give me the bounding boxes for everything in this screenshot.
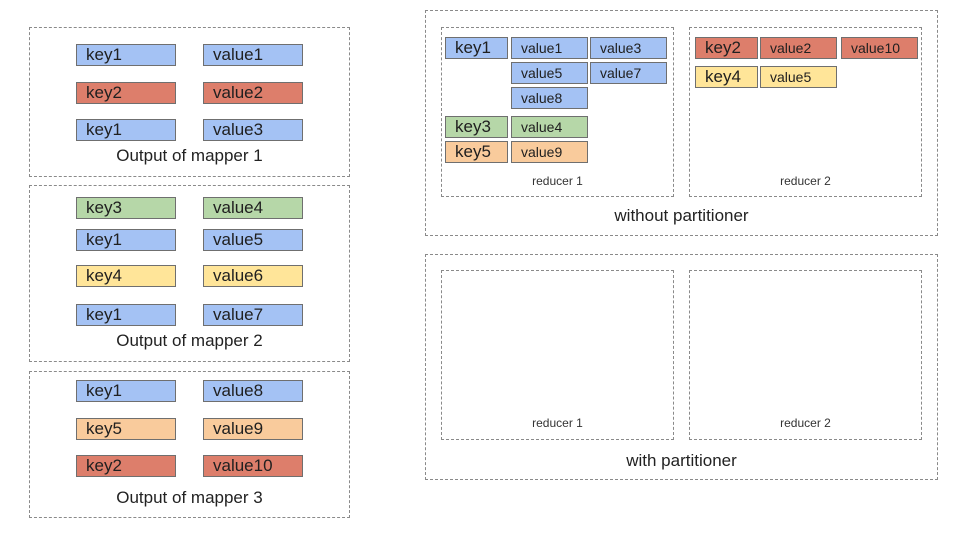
r1-key5-chip: key5 (445, 141, 508, 163)
r2-key2-chip: key2 (695, 37, 758, 59)
with-partitioner-reducer-2-panel (689, 270, 922, 440)
mapper-1-key-3: key1 (76, 119, 176, 141)
r2-value10-chip: value10 (841, 37, 918, 59)
mapper-1-value-3: value3 (203, 119, 303, 141)
r1-value7-chip: value7 (590, 62, 667, 84)
r2-key4-chip: key4 (695, 66, 758, 88)
mapper-2-value-1: value4 (203, 197, 303, 219)
without-partitioner-reducer-1-label: reducer 1 (532, 174, 583, 188)
with-partitioner-reducer-1-panel (441, 270, 674, 440)
r1-value9-chip: value9 (511, 141, 588, 163)
r1-key1-chip: key1 (445, 37, 508, 59)
mapper-3-caption: Output of mapper 3 (116, 488, 263, 507)
mapper-2-key-3: key4 (76, 265, 176, 287)
without-partitioner-reducer-2-label: reducer 2 (780, 174, 831, 188)
r1-value5-chip: value5 (511, 62, 588, 84)
with-partitioner-reducer-1-label: reducer 1 (532, 416, 583, 430)
with-partitioner-caption: with partitioner (626, 451, 737, 470)
mapper-2-key-4: key1 (76, 304, 176, 326)
mapper-3-value-2: value9 (203, 418, 303, 440)
r1-key3-chip: key3 (445, 116, 508, 138)
r2-value5-chip: value5 (760, 66, 837, 88)
mapper-3-value-1: value8 (203, 380, 303, 402)
mapper-2-caption: Output of mapper 2 (116, 331, 263, 350)
mapper-1-value-1: value1 (203, 44, 303, 66)
mapper-3-key-3: key2 (76, 455, 176, 477)
with-partitioner-reducer-2-label: reducer 2 (780, 416, 831, 430)
mapper-3-key-2: key5 (76, 418, 176, 440)
mapper-1-caption: Output of mapper 1 (116, 146, 263, 165)
mapper-2-key-2: key1 (76, 229, 176, 251)
mapper-1-value-2: value2 (203, 82, 303, 104)
without-partitioner-caption: without partitioner (614, 206, 749, 225)
mapper-2-value-2: value5 (203, 229, 303, 251)
mapper-1-key-2: key2 (76, 82, 176, 104)
r1-value3-chip: value3 (590, 37, 667, 59)
mapper-3-key-1: key1 (76, 380, 176, 402)
r1-value8-chip: value8 (511, 87, 588, 109)
mapper-2-value-3: value6 (203, 265, 303, 287)
mapper-2-value-4: value7 (203, 304, 303, 326)
r2-value2-chip: value2 (760, 37, 837, 59)
mapper-2-key-1: key3 (76, 197, 176, 219)
r1-value1-chip: value1 (511, 37, 588, 59)
r1-value4-chip: value4 (511, 116, 588, 138)
mapper-1-key-1: key1 (76, 44, 176, 66)
mapper-3-value-3: value10 (203, 455, 303, 477)
